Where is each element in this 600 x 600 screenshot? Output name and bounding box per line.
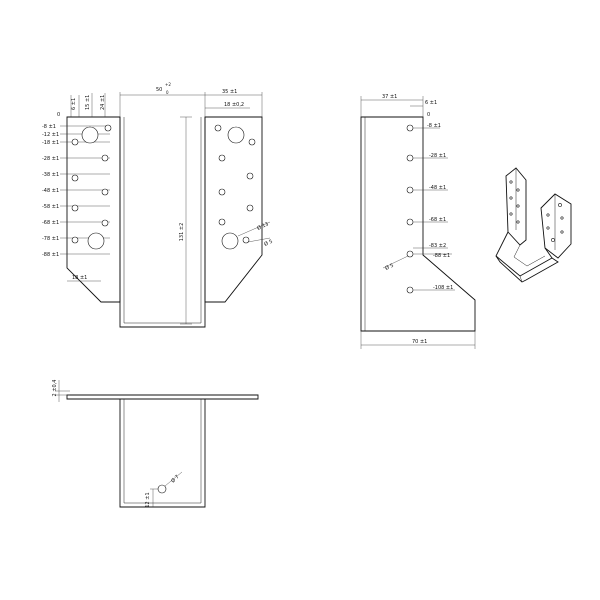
side-row-6: -108 ±1	[433, 285, 453, 291]
small-hole	[406, 124, 414, 132]
front-row-5: -38 ±1	[42, 172, 59, 178]
isometric-view	[495, 167, 572, 283]
front-width-tol-upper: +2	[165, 82, 171, 87]
side-holes	[406, 124, 414, 294]
front-left-holes	[71, 124, 112, 250]
small-hole	[509, 212, 513, 216]
small-hole	[218, 154, 226, 162]
large-hole	[227, 126, 245, 144]
iso-u-body	[495, 231, 553, 277]
side-row-3: -68 ±1	[429, 217, 446, 223]
front-row-1: -8 ±1	[42, 124, 56, 130]
small-hole	[71, 236, 79, 244]
side-row-1: -28 ±1	[429, 153, 446, 159]
top-hole	[157, 484, 167, 494]
front-row-7: -58 ±1	[42, 204, 59, 210]
small-hole	[101, 154, 109, 162]
front-top-x-3: 24 ±1	[100, 95, 106, 110]
front-right-holes	[214, 124, 256, 250]
small-hole	[516, 204, 520, 208]
small-hole	[406, 154, 414, 162]
front-left-flange	[66, 116, 121, 303]
large-hole	[81, 126, 99, 144]
small-hole	[509, 196, 513, 200]
front-height-dim: 131 ±2	[179, 223, 185, 242]
top-view: 2 ±0,4 Ø 7 12 ±1	[52, 380, 259, 508]
small-hole	[551, 238, 555, 242]
front-width-tol-lower: 0	[166, 90, 169, 95]
large-hole	[221, 232, 239, 250]
small-hole	[214, 124, 222, 132]
front-top-x-1: 6 ±1	[71, 98, 77, 110]
top-flange-plate	[66, 394, 259, 400]
iso-holes	[509, 180, 564, 242]
front-offset-dim: 18 ±0,2	[224, 102, 244, 108]
front-top-x-2: 15 ±1	[85, 95, 91, 110]
side-row-4: -83 ±2	[429, 243, 446, 249]
small-hole	[546, 213, 550, 217]
small-hole	[560, 230, 564, 234]
small-hole	[101, 219, 109, 227]
side-row-dims: -8 ±1 -28 ±1 -48 ±1 -68 ±1 -83 ±2 -88 ±1…	[413, 123, 455, 291]
side-top-small-dim: 6 ±1	[425, 100, 437, 106]
small-hole	[101, 188, 109, 196]
front-u-body	[119, 117, 206, 328]
front-row-10: -88 ±1	[42, 252, 59, 258]
side-top-dim: 37 ±1	[382, 94, 397, 100]
large-hole	[87, 232, 105, 250]
front-view: 131 ±2 50 +2 0 35 ±1 18 ±0,2 0 6 ±1 15 ±…	[42, 82, 274, 328]
small-hole	[218, 218, 226, 226]
small-hole	[218, 188, 226, 196]
small-hole	[406, 286, 414, 294]
small-hole	[516, 220, 520, 224]
small-hole	[248, 138, 256, 146]
side-row-0: -8 ±1	[427, 123, 441, 129]
small-hole	[509, 180, 513, 184]
side-row-2: -48 ±1	[429, 185, 446, 191]
small-hole	[246, 172, 254, 180]
front-row-9: -78 ±1	[42, 236, 59, 242]
side-hole-dia: Ø 5	[384, 262, 395, 272]
small-hole	[406, 218, 414, 226]
top-thickness-dim: 2 ±0,4	[52, 380, 58, 397]
front-row-8: -68 ±1	[42, 220, 59, 226]
small-hole	[558, 203, 562, 207]
side-width-dim: 70 ±1	[412, 339, 427, 345]
small-hole	[246, 204, 254, 212]
front-bottom-offset-dim: 18 ±1	[72, 275, 87, 281]
small-hole	[546, 226, 550, 230]
front-row-4: -28 ±1	[42, 156, 59, 162]
small-hole	[242, 236, 250, 244]
front-small-hole-dia: Ø 5	[263, 238, 274, 248]
side-zero: 0	[427, 112, 430, 118]
front-row-2: -12 ±1	[42, 132, 59, 138]
small-hole	[104, 124, 112, 132]
front-row-6: -48 ±1	[42, 188, 59, 194]
small-hole	[560, 216, 564, 220]
front-row-3: -18 ±1	[42, 140, 59, 146]
side-row-5: -88 ±1	[433, 253, 450, 259]
small-hole	[71, 204, 79, 212]
small-hole	[406, 186, 414, 194]
top-hole-offset-dim: 12 ±1	[145, 492, 151, 507]
small-hole	[71, 174, 79, 182]
top-u-body	[119, 399, 206, 508]
front-flange-dim: 35 ±1	[222, 89, 237, 95]
front-width-dim: 50	[156, 87, 162, 93]
side-profile	[360, 116, 476, 332]
top-hole-dia: Ø 7	[169, 473, 180, 484]
front-top-x-0: 0	[57, 112, 60, 118]
small-hole	[516, 188, 520, 192]
side-view: 37 ±1 6 ±1 0 -8 ±1 -28 ±1 -48 ±1 -68 ±1 …	[360, 94, 476, 349]
small-hole	[71, 138, 79, 146]
front-large-hole-dia: Ø 13	[256, 220, 270, 231]
front-top-x-dims: 0 6 ±1 15 ±1 24 ±1	[57, 93, 106, 118]
